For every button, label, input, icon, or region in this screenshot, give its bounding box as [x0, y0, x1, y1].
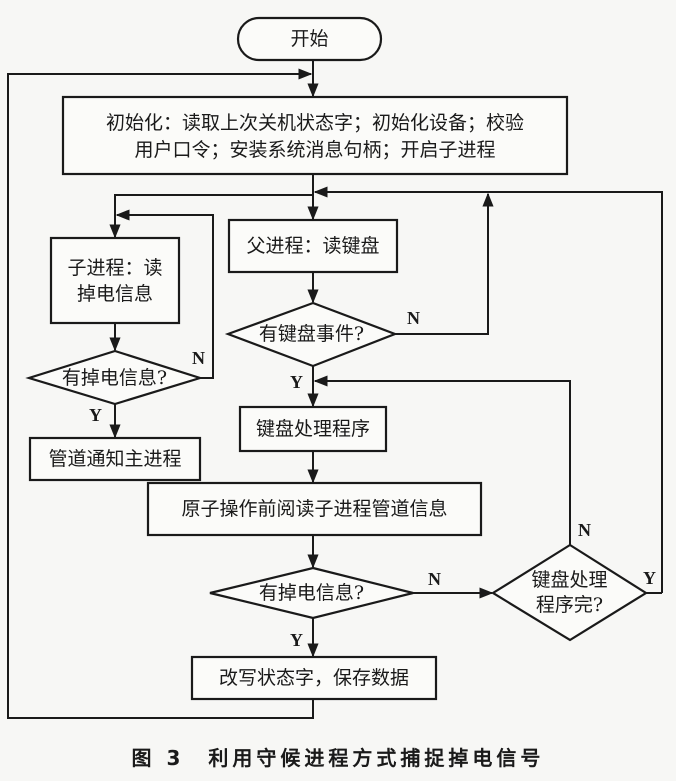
edge-init-child [109, 194, 313, 239]
child-read-label-line1: 子进程：读 [67, 257, 163, 279]
keyboard-handler-box [238, 405, 388, 453]
start-label: 开始 [290, 28, 329, 50]
child-yes-label: Y [89, 405, 102, 425]
child-decision-label: 有掉电信息? [61, 367, 168, 389]
start-terminal [236, 16, 383, 62]
handler-done-no-label: N [578, 520, 591, 540]
keyboard-handler-label: 键盘处理程序 [255, 418, 370, 440]
keyboard-no-label: N [407, 308, 420, 328]
atomic-read-box [146, 481, 483, 537]
init-label-line1: 初始化：读取上次关机状态字；初始化设备；校验 [105, 112, 524, 134]
save-state-label: 改写状态字，保存数据 [218, 667, 409, 689]
figure-caption: 图 3 利用守候进程方式捕捉掉电信号 [131, 746, 545, 770]
power-fail-label: 有掉电信息? [258, 582, 365, 604]
handler-done-diamond [490, 543, 649, 642]
atomic-read-label: 原子操作前阅读子进程管道信息 [181, 498, 448, 520]
keyboard-yes-label: Y [290, 372, 303, 392]
parent-read-label: 父进程：读键盘 [246, 235, 380, 257]
edge-save-loop-back [7, 68, 314, 719]
power-fail-yes-label: Y [290, 630, 303, 650]
keyboard-event-label: 有键盘事件? [258, 323, 365, 345]
edge-child-no-loop [115, 209, 214, 379]
power-fail-no-label: N [428, 569, 441, 589]
child-notify-label: 管道通知主进程 [48, 448, 182, 470]
child-read-box [49, 236, 181, 325]
handler-done-yes-label: Y [643, 568, 656, 588]
child-no-label: N [192, 348, 205, 368]
handler-done-label-line2: 程序完? [535, 594, 604, 616]
init-label-line2: 用户口令；安装系统消息句柄；开启子进程 [134, 139, 496, 161]
edge-keyboard-no [395, 192, 494, 335]
edge-handler-done-no [313, 375, 571, 545]
handler-done-label-line1: 键盘处理 [531, 569, 608, 591]
init-box [61, 95, 569, 176]
child-read-label-line2: 掉电信息 [76, 283, 153, 305]
edge-right-loop-top [313, 186, 663, 593]
